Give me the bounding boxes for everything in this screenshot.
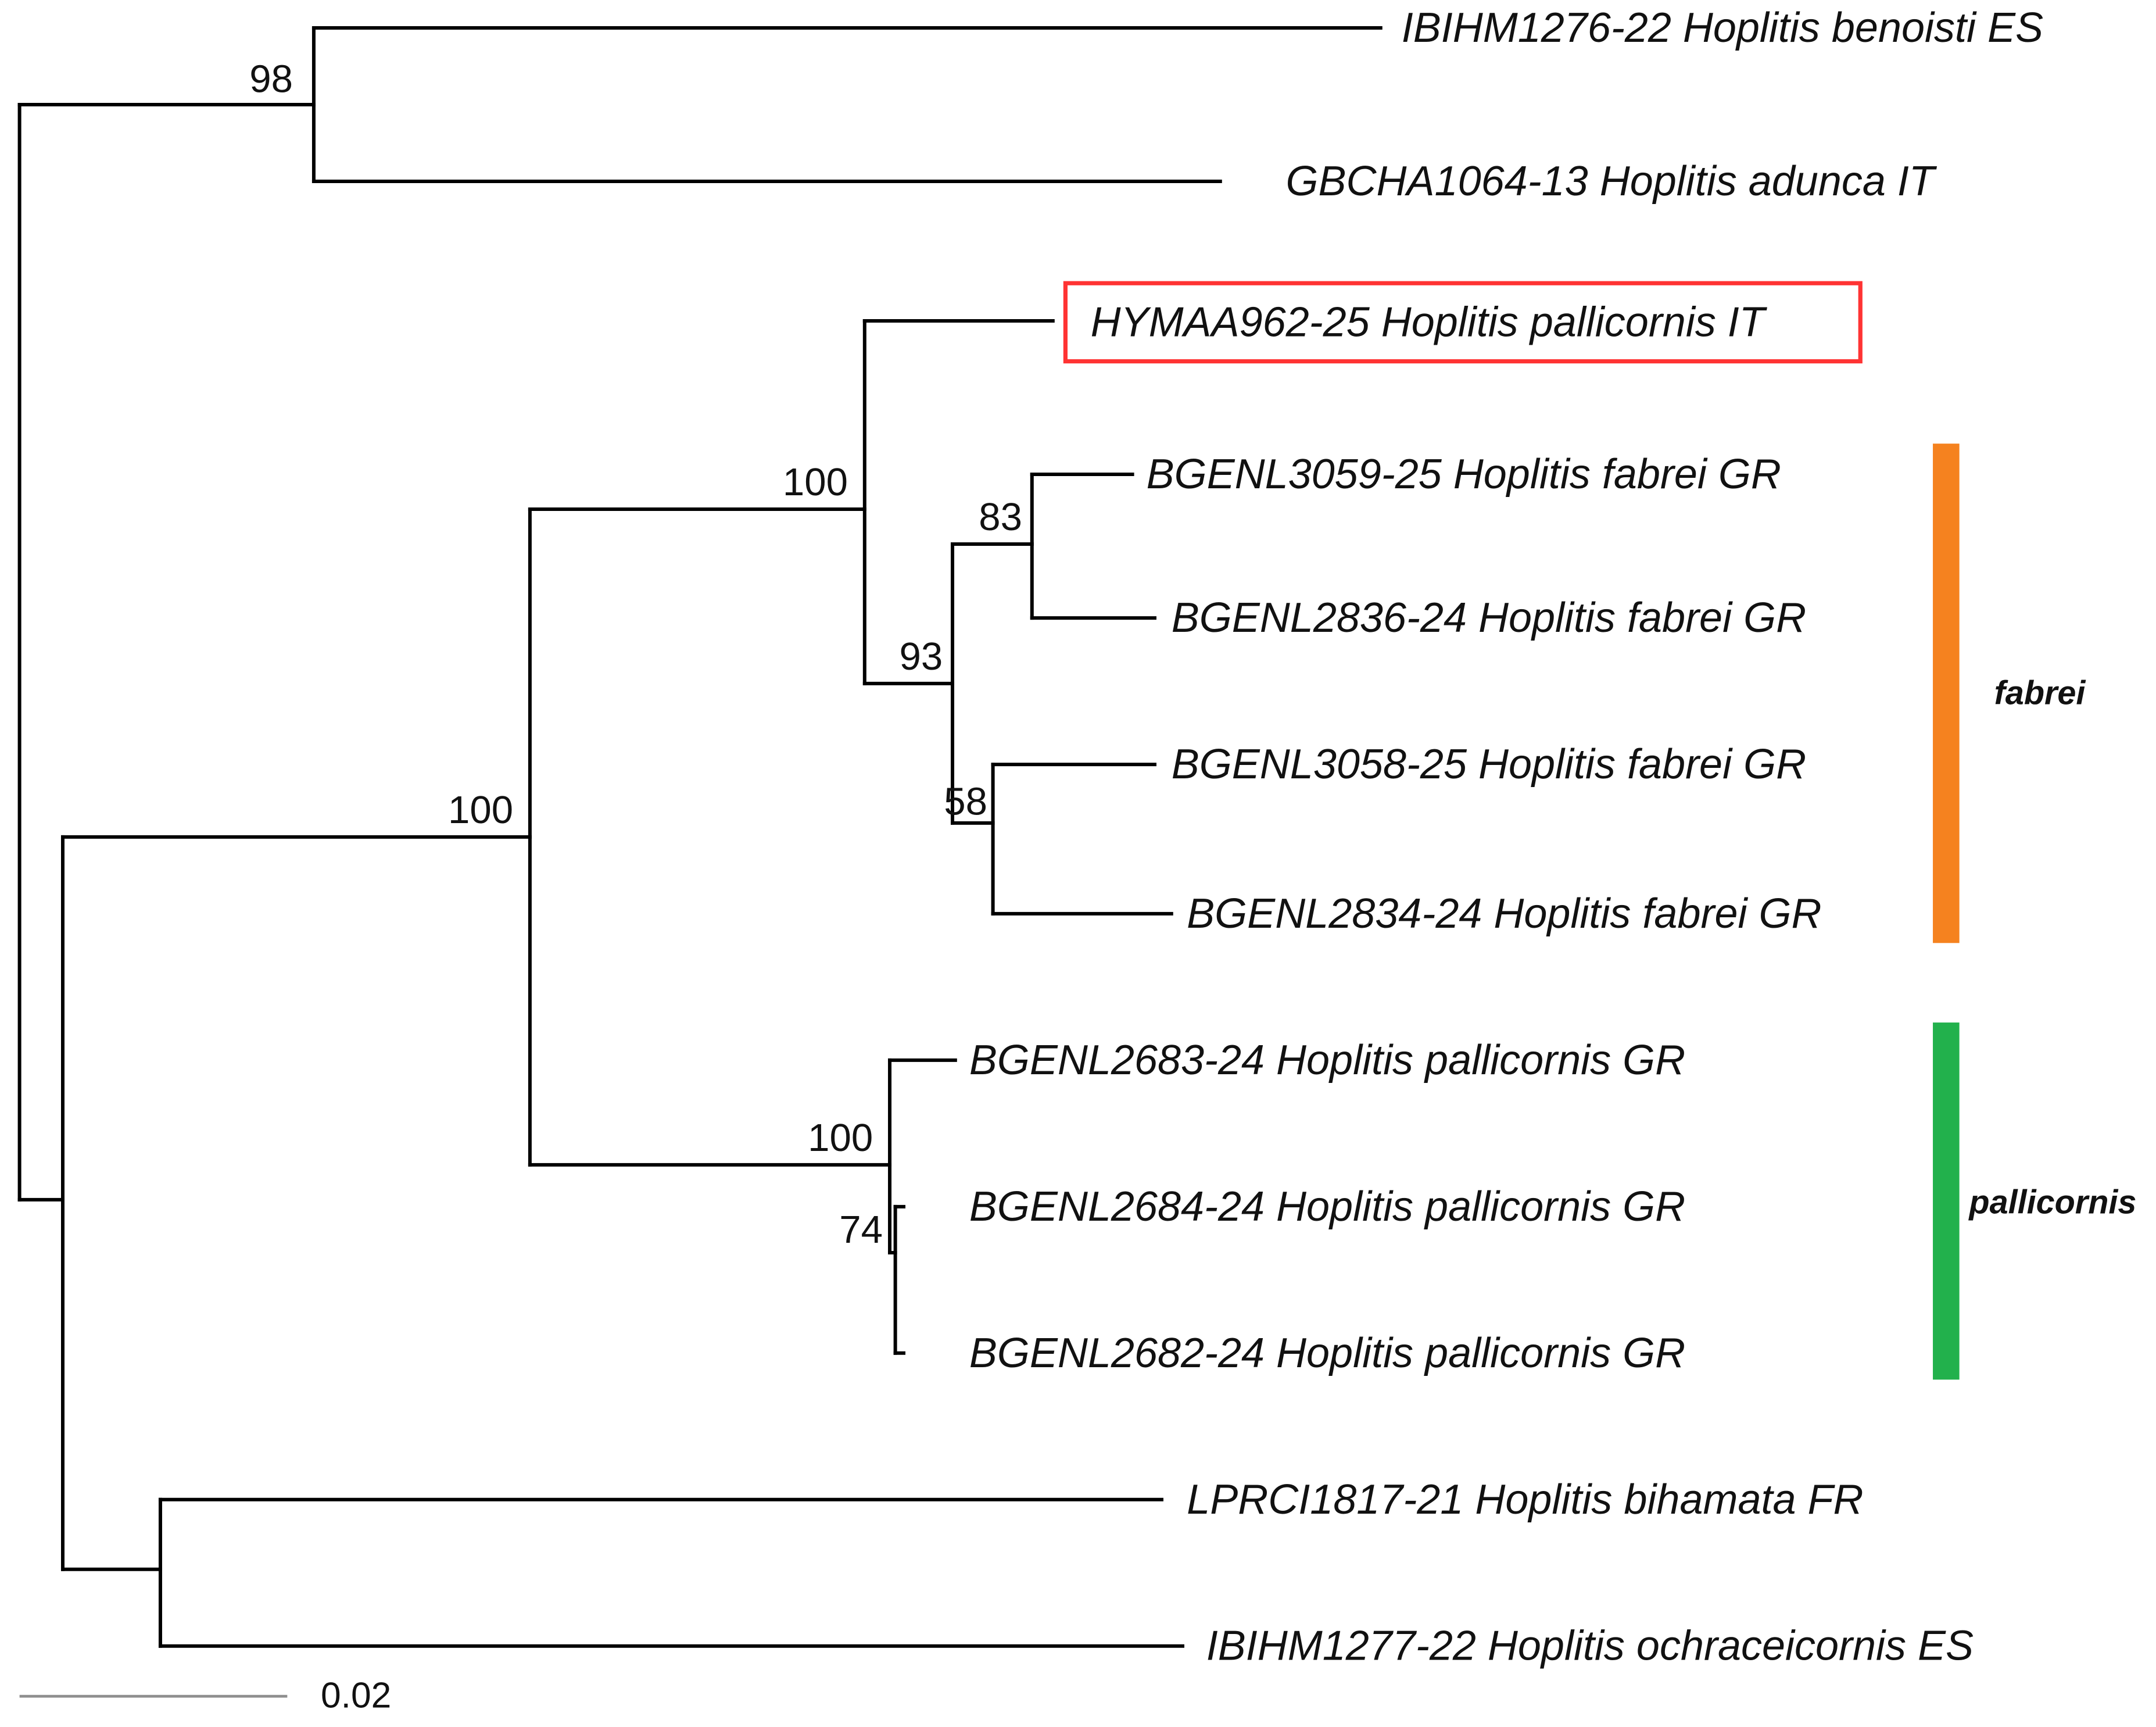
bootstrap-support: 83 [979, 495, 1022, 539]
taxon-label: BGENL2684-24 Hoplitis pallicornis GR [969, 1183, 1685, 1230]
taxon-label: LPRCI1817-21 Hoplitis bihamata FR [1187, 1476, 1863, 1523]
bootstrap-support: 100 [448, 788, 513, 832]
taxon-label: BGENL3058-25 Hoplitis fabrei GR [1172, 741, 1806, 788]
clade-label-pallicornis: pallicornis [1968, 1184, 2136, 1221]
taxon-label: BGENL3059-25 Hoplitis fabrei GR [1147, 451, 1781, 498]
taxon-label: BGENL2836-24 Hoplitis fabrei GR [1172, 595, 1806, 641]
support-values-group: 98 100 100 93 83 58 100 74 [249, 57, 1022, 1252]
clade-bar-fabrei [1933, 444, 1960, 943]
clade-bar-pallicornis [1933, 1022, 1960, 1380]
clade-label-fabrei: fabrei [1994, 675, 2086, 712]
clade-bars-group: fabrei pallicornis [1933, 444, 2136, 1380]
taxon-label: IBIHM1276-22 Hoplitis benoisti ES [1402, 5, 2043, 51]
taxon-label: BGENL2683-24 Hoplitis pallicornis GR [969, 1037, 1685, 1084]
highlight-group [1063, 281, 1863, 364]
scale-bar-group: 0.02 [19, 1675, 391, 1715]
taxon-label: GBCHA1064-13 Hoplitis adunca IT [1286, 158, 1937, 205]
taxon-label: IBIHM1277-22 Hoplitis ochraceicornis ES [1206, 1623, 1974, 1669]
bootstrap-support: 74 [839, 1208, 883, 1252]
bootstrap-support: 100 [783, 460, 848, 504]
taxon-label: BGENL2834-24 Hoplitis fabrei GR [1187, 891, 1821, 937]
bootstrap-support: 100 [808, 1116, 873, 1160]
taxon-label-highlighted: HYMAA962-25 Hoplitis pallicornis IT [1091, 299, 1768, 345]
query-highlight-box [1063, 281, 1863, 364]
bootstrap-support: 93 [899, 635, 943, 678]
scale-bar-label: 0.02 [321, 1675, 391, 1715]
taxon-labels-group: IBIHM1276-22 Hoplitis benoisti ES GBCHA10… [969, 5, 2043, 1669]
bootstrap-support: 58 [944, 780, 987, 824]
tree-branches-group [17, 26, 1383, 1648]
taxon-label: BGENL2682-24 Hoplitis pallicornis GR [969, 1330, 1685, 1376]
bootstrap-support: 98 [249, 57, 293, 101]
